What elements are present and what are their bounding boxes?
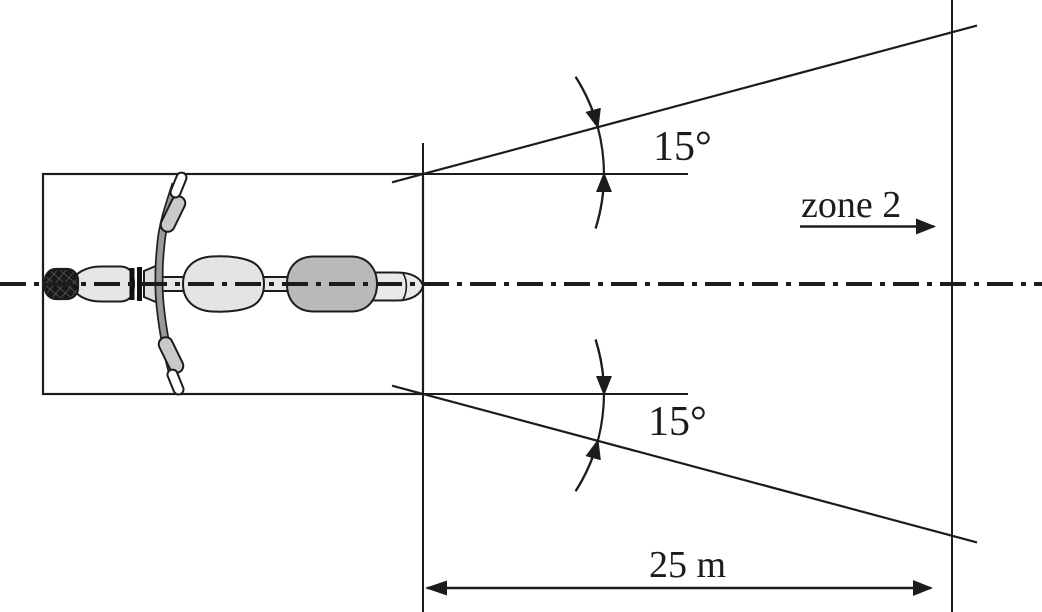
left-bar-end <box>169 171 188 199</box>
angle-arc-top <box>574 76 612 229</box>
angle-arc-bottom-arrow-upper <box>594 339 612 396</box>
angle-arc-top-arrow-upper <box>574 76 601 130</box>
angle-arc-bottom <box>574 339 612 492</box>
fork-ring-2 <box>137 267 142 301</box>
angle-label-top: 15° <box>653 124 712 170</box>
distance-label: 25 m <box>649 544 726 586</box>
rear-fender <box>371 271 425 302</box>
right-grip <box>157 336 185 374</box>
left-grip <box>159 195 187 233</box>
divergence-line-bottom <box>391 384 978 544</box>
divergence-line-top <box>391 24 978 184</box>
angle-arc-top-arrow-lower <box>594 172 612 229</box>
angle-label-bottom: 15° <box>648 399 707 445</box>
right-bar-end <box>166 368 185 396</box>
angle-arc-bottom-arrow-lower <box>574 438 601 492</box>
angle-arc-bottom-curve <box>574 339 606 492</box>
dimension-arrowhead-left <box>425 580 447 596</box>
zone-label: zone 2 <box>801 184 901 226</box>
rear-fender-edge <box>402 273 408 300</box>
angle-arc-top-curve <box>574 76 606 229</box>
